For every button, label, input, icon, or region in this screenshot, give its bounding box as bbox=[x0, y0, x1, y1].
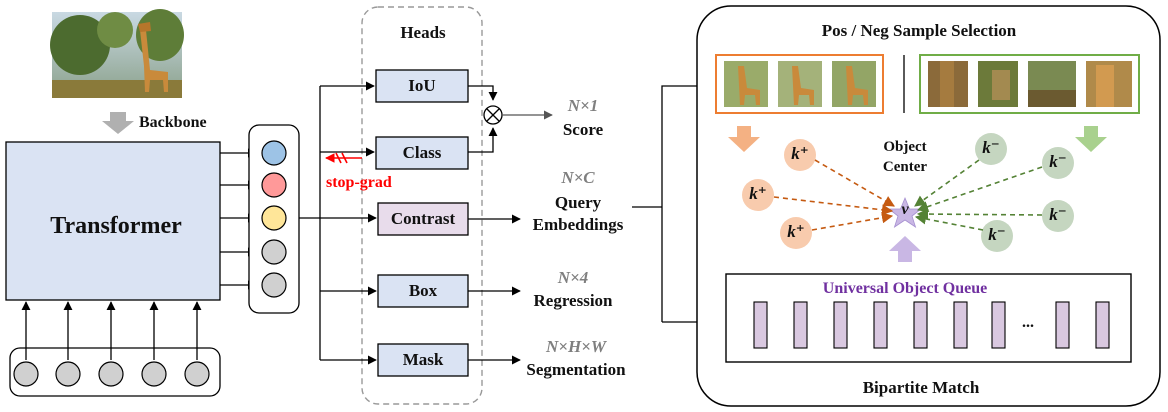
bipartite-match-label: Bipartite Match bbox=[862, 378, 980, 397]
query-token-yellow bbox=[261, 205, 287, 231]
score-combine-lines bbox=[468, 85, 498, 153]
positive-keys bbox=[742, 139, 816, 249]
queue-title: Universal Object Queue bbox=[822, 280, 988, 297]
query-label-1: Query bbox=[554, 193, 602, 212]
negative-key-node bbox=[975, 133, 1007, 165]
contrast-head bbox=[377, 202, 469, 236]
negative-key-node bbox=[1042, 200, 1074, 232]
transformer-block bbox=[5, 141, 221, 301]
query-token-blue bbox=[261, 140, 287, 166]
query-token-red bbox=[261, 172, 287, 198]
object-center-label-2: Center bbox=[882, 159, 928, 175]
object-center-label-1: Object bbox=[883, 139, 927, 155]
segmentation-dim: N×H×W bbox=[546, 337, 606, 356]
positive-down-arrow bbox=[728, 126, 760, 152]
input-token bbox=[141, 361, 167, 387]
head-routing-lines bbox=[299, 86, 321, 360]
positive-key-node bbox=[742, 179, 774, 211]
query-label-2: Embeddings bbox=[532, 215, 624, 234]
head-input-arrows bbox=[320, 81, 377, 365]
input-tokens bbox=[13, 361, 210, 387]
input-token bbox=[98, 361, 124, 387]
queue-up-arrow bbox=[889, 236, 921, 262]
query-dim: N×C bbox=[561, 168, 595, 187]
negative-key-label: k⁻ bbox=[1049, 205, 1067, 224]
queue-entry bbox=[753, 301, 768, 349]
negative-down-arrow bbox=[1075, 126, 1107, 152]
segmentation-label: Segmentation bbox=[526, 360, 626, 379]
negative-keys bbox=[975, 133, 1074, 252]
stop-grad-marker bbox=[325, 152, 362, 164]
queue-entry bbox=[873, 301, 888, 349]
heads-container bbox=[361, 6, 483, 405]
queue-entry bbox=[1055, 301, 1070, 349]
query-token-grey bbox=[261, 239, 287, 265]
box-head bbox=[377, 274, 469, 308]
queue-entry bbox=[913, 301, 928, 349]
positive-sample-crops bbox=[724, 61, 876, 107]
negative-key-node bbox=[1042, 147, 1074, 179]
queue-entry bbox=[991, 301, 1006, 349]
queue-entry bbox=[793, 301, 808, 349]
mask-head bbox=[377, 343, 469, 377]
heads-title: Heads bbox=[400, 23, 446, 42]
score-label: Score bbox=[562, 120, 604, 139]
contrast-head-label: Contrast bbox=[390, 209, 456, 228]
queue-ellipsis: ... bbox=[1022, 314, 1034, 331]
panel-title: Pos / Neg Sample Selection bbox=[821, 21, 1017, 40]
positive-key-label: k⁺ bbox=[791, 144, 809, 163]
regression-label: Regression bbox=[533, 291, 613, 310]
queue-entries bbox=[753, 301, 1110, 349]
multiply-icon bbox=[483, 105, 503, 125]
class-head bbox=[375, 136, 469, 170]
backbone-arrow bbox=[102, 112, 134, 134]
queue-entry bbox=[833, 301, 848, 349]
stop-grad-label: stop-grad bbox=[326, 174, 392, 191]
transformer-label: Transformer bbox=[50, 213, 182, 239]
input-token bbox=[55, 361, 81, 387]
score-dim: N×1 bbox=[567, 96, 599, 115]
positive-key-label: k⁺ bbox=[787, 222, 805, 241]
negative-key-label: k⁻ bbox=[982, 138, 1000, 157]
iou-head-label: IoU bbox=[408, 76, 436, 95]
queue-entry bbox=[953, 301, 968, 349]
input-image bbox=[50, 9, 184, 98]
center-symbol: v bbox=[901, 201, 909, 218]
box-head-label: Box bbox=[408, 281, 438, 300]
backbone-label: Backbone bbox=[139, 114, 207, 131]
negative-key-node bbox=[981, 220, 1013, 252]
queue-entry bbox=[1095, 301, 1110, 349]
negative-key-links bbox=[914, 159, 1043, 231]
input-token bbox=[13, 361, 39, 387]
input-token bbox=[184, 361, 210, 387]
negative-sample-crops bbox=[928, 61, 1132, 107]
positive-key-links bbox=[773, 159, 895, 231]
mask-head-label: Mask bbox=[402, 350, 444, 369]
negative-key-label: k⁻ bbox=[1049, 152, 1067, 171]
negative-key-label: k⁻ bbox=[988, 225, 1006, 244]
positive-key-node bbox=[784, 139, 816, 171]
positive-key-label: k⁺ bbox=[749, 184, 767, 203]
token-to-transformer-arrows bbox=[21, 301, 202, 360]
query-token-grey bbox=[261, 272, 287, 298]
class-head-label: Class bbox=[402, 143, 442, 162]
regression-dim: N×4 bbox=[557, 268, 589, 287]
positive-key-node bbox=[780, 217, 812, 249]
